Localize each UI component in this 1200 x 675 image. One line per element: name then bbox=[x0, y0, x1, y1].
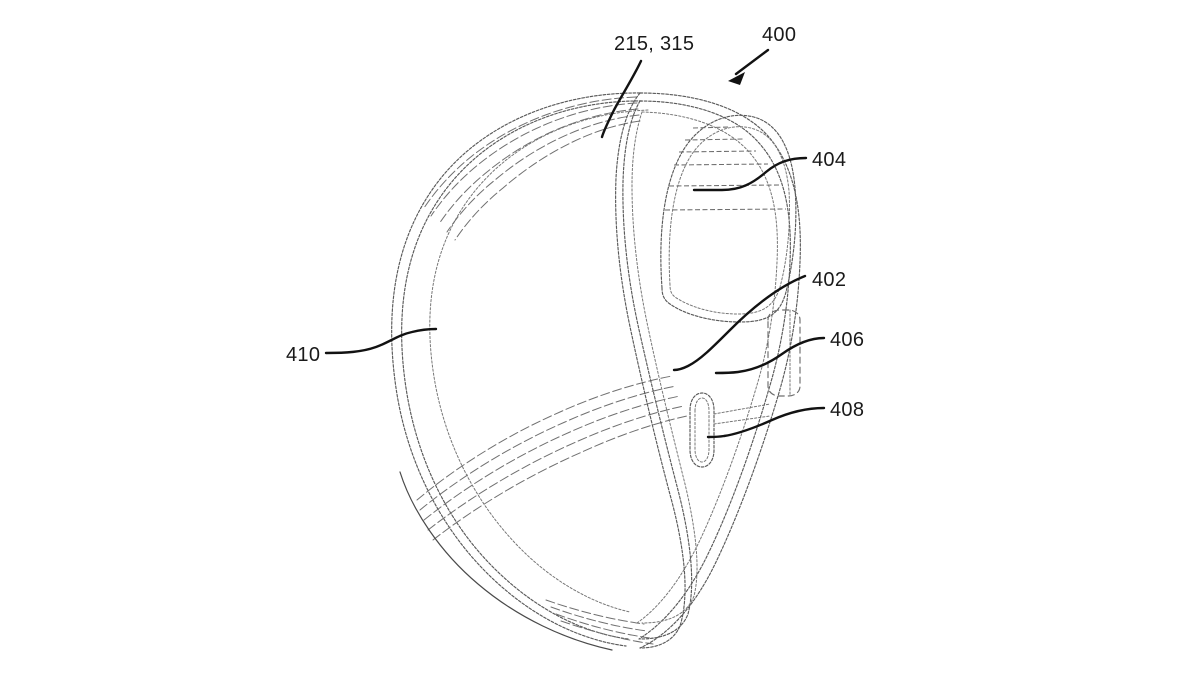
callout-402-text: 402 bbox=[812, 269, 846, 291]
internal-component-outline bbox=[767, 309, 801, 397]
callout-406-text: 406 bbox=[830, 329, 864, 351]
band-outer-edge bbox=[391, 92, 641, 647]
housing-left-wall-3 bbox=[631, 111, 698, 624]
band-lower-fold bbox=[399, 471, 613, 651]
callout-215-315-leader bbox=[600, 59, 643, 139]
callout-internal-component: 406 bbox=[714, 329, 864, 375]
band-outer-edge-inner bbox=[401, 100, 643, 640]
band-bottom-crease-lines bbox=[545, 599, 654, 645]
callout-215-315-text: 215, 315 bbox=[614, 33, 694, 55]
callout-display: 404 bbox=[692, 149, 846, 192]
callout-band-top: 215, 315 bbox=[600, 33, 694, 139]
callout-408-leader bbox=[706, 406, 826, 439]
callout-button: 408 bbox=[706, 399, 864, 439]
button-outline-inner bbox=[694, 397, 710, 463]
callout-400-leader bbox=[734, 48, 770, 76]
device-button[interactable] bbox=[689, 392, 771, 468]
callout-406-leader bbox=[714, 336, 826, 375]
band-top-crease-lines bbox=[423, 96, 641, 241]
housing-outer-contour bbox=[639, 92, 801, 649]
button-connector-lower bbox=[713, 415, 771, 425]
callout-404-leader bbox=[692, 156, 808, 192]
band-body bbox=[391, 92, 688, 651]
callout-400-text: 400 bbox=[762, 24, 796, 46]
callout-figure-number: 400 bbox=[728, 24, 796, 85]
band-inner-edge bbox=[429, 109, 649, 613]
housing-left-wall-2 bbox=[622, 100, 693, 640]
display-outline-inner bbox=[668, 126, 791, 315]
band-mid-crease-lines bbox=[416, 375, 688, 541]
housing-outer-contour-2 bbox=[638, 100, 791, 640]
display-outline bbox=[660, 114, 797, 323]
housing-left-wall bbox=[615, 92, 686, 649]
internal-component bbox=[767, 309, 801, 397]
callout-408-text: 408 bbox=[830, 399, 864, 421]
callout-410-text: 410 bbox=[286, 344, 320, 366]
display-panel[interactable] bbox=[660, 114, 797, 323]
callout-400-arrowhead bbox=[728, 72, 745, 85]
button-connector-upper bbox=[713, 403, 771, 415]
callout-housing: 402 bbox=[672, 269, 846, 372]
callout-410-leader bbox=[324, 327, 438, 355]
callout-404-text: 404 bbox=[812, 149, 846, 171]
device-housing bbox=[615, 92, 801, 649]
button-outline bbox=[689, 392, 715, 468]
callout-402-leader bbox=[672, 274, 807, 372]
display-screen-lines bbox=[664, 126, 787, 211]
callout-band-body: 410 bbox=[286, 327, 438, 366]
housing-inner-contour bbox=[636, 111, 778, 624]
